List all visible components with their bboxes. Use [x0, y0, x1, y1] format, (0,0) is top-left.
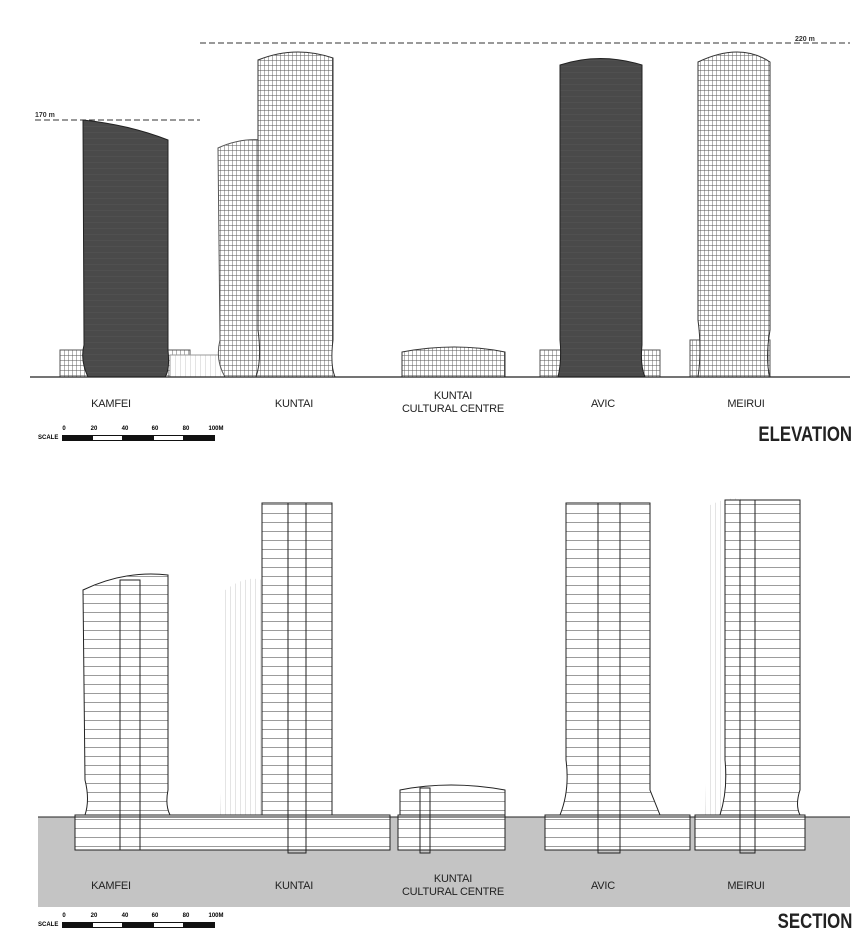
- elevation-label-cultural-centre: KUNTAI CULTURAL CENTRE: [401, 390, 505, 415]
- height-label-170: 170 m: [35, 112, 55, 119]
- scale-tick: 0: [62, 426, 66, 432]
- section-label-cultural-centre: KUNTAI CULTURAL CENTRE: [401, 873, 505, 898]
- scale-tick: 40: [121, 426, 129, 432]
- kamfei-section: [82, 573, 171, 816]
- meirui-section: [719, 499, 801, 816]
- meirui-tower: [697, 51, 771, 378]
- elevation-label-kamfei: KAMFEI: [91, 398, 131, 410]
- elevation-drawing: [30, 42, 850, 378]
- height-label-220: 220 m: [795, 36, 815, 43]
- elevation-title: ELEVATION: [758, 423, 852, 446]
- avic-tower: [557, 58, 646, 378]
- cultural-centre: [401, 346, 506, 378]
- section-label-kuntai: KUNTAI: [274, 880, 314, 892]
- elevation-scale-bar: 0 20 40 60 80 100M SCALE: [38, 426, 242, 441]
- scale-tick: 100M: [208, 913, 224, 919]
- section-label-avic: AVIC: [590, 880, 616, 892]
- avic-section: [559, 502, 661, 816]
- elevation-label-avic: AVIC: [590, 398, 616, 410]
- section-drawing: [38, 498, 850, 907]
- scale-tick: 20: [90, 913, 98, 919]
- cultural-centre-section: [399, 784, 506, 816]
- scale-label: SCALE: [38, 922, 59, 928]
- kamfei-tower: [82, 119, 170, 378]
- section-title: SECTION: [777, 910, 852, 933]
- scale-tick: 60: [151, 913, 159, 919]
- scale-label: SCALE: [38, 435, 59, 441]
- section-scale-bar: 0 20 40 60 80 100M SCALE: [38, 913, 242, 928]
- scale-tick: 100M: [208, 426, 224, 432]
- scale-tick: 60: [151, 426, 159, 432]
- scale-tick: 80: [182, 426, 190, 432]
- scale-tick: 20: [90, 426, 98, 432]
- scale-tick: 0: [62, 913, 66, 919]
- elevation-label-meirui: MEIRUI: [727, 398, 765, 410]
- kuntai-tower: [255, 51, 336, 378]
- scale-tick: 80: [182, 913, 190, 919]
- scale-tick: 40: [121, 913, 129, 919]
- section-label-kamfei: KAMFEI: [91, 880, 131, 892]
- elevation-label-kuntai: KUNTAI: [274, 398, 314, 410]
- section-label-meirui: MEIRUI: [727, 880, 765, 892]
